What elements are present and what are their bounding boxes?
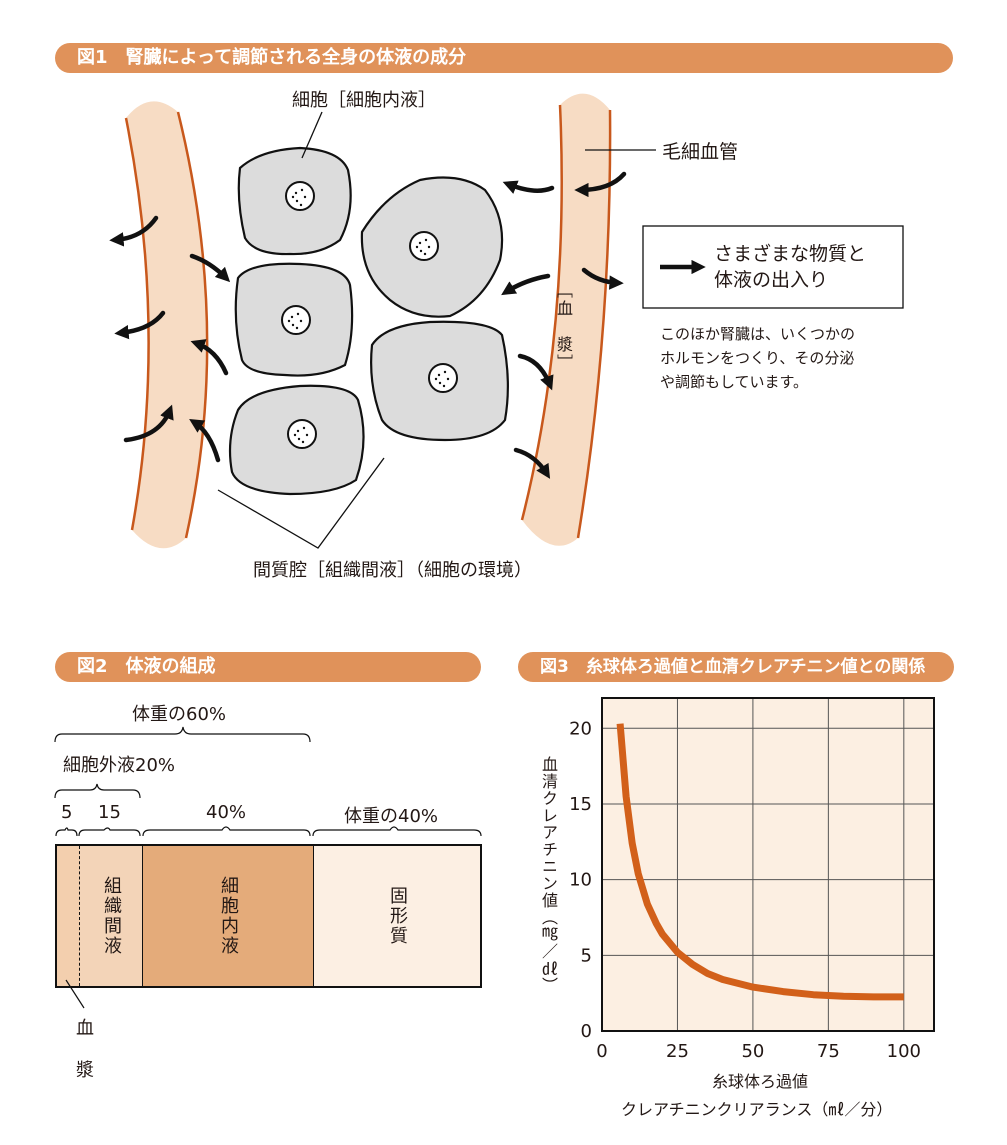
cell-label: 細胞［細胞内液］: [292, 90, 436, 111]
fig2-title: 図2 体液の組成: [55, 652, 481, 682]
label-total60: 体重の60%: [132, 704, 227, 725]
interstitial-label: 間質腔［組織間液］（細胞の環境）: [253, 560, 532, 581]
plasma-char-2: 漿: [76, 1060, 94, 1081]
fig1-title: 図1 腎臓によって調節される全身の体液の成分: [55, 43, 953, 73]
y-tick-label-3: 15: [569, 794, 592, 815]
arrow-l3: [123, 404, 174, 443]
arrow-r3: [501, 273, 551, 296]
label-5: 5: [61, 802, 73, 823]
series-line-0: [616, 723, 904, 1001]
segment-interstitial-label: 組織間液: [101, 876, 122, 956]
x-tick-label-2: 50: [741, 1041, 764, 1062]
plot-frame: [601, 697, 935, 1032]
chart-xlabel-1: 糸球体ろ過値: [712, 1072, 809, 1091]
nucleus-4: [409, 231, 439, 261]
arrow-r2: [502, 180, 555, 194]
arrow-l6: [189, 418, 221, 463]
left-capillary-wall-inner: [176, 111, 209, 539]
nucleus-2: [281, 305, 311, 335]
composition-bar: 組織間液 細胞内液 固形質: [55, 844, 482, 988]
arrow-r1: [574, 171, 627, 198]
segment-icf-label: 細胞内液: [218, 876, 239, 956]
segment-icf: 細胞内液: [143, 846, 314, 986]
segment-solid-label: 固形質: [387, 886, 408, 946]
segment-solid: 固形質: [314, 846, 480, 986]
segment-interstitial: 組織間液: [80, 846, 143, 986]
label-15: 15: [98, 802, 121, 823]
x-tick-label-4: 100: [887, 1041, 921, 1062]
fig3-title: 図3 糸球体ろ過値と血清クレアチニン値との関係: [518, 652, 954, 682]
x-tick-label-0: 0: [596, 1041, 607, 1062]
plasma-char-1: 血: [76, 1018, 94, 1039]
x-tick-label-1: 25: [666, 1041, 689, 1062]
y-tick-label-4: 20: [569, 718, 592, 739]
chart-ylabel: 血清クレアチニン値（㎎／㎗）: [539, 756, 558, 994]
y-tick-label-0: 0: [581, 1021, 592, 1042]
segment-plasma: [57, 846, 80, 986]
arrow-r4: [581, 267, 624, 290]
cell-leader: [301, 111, 323, 159]
nucleus-5: [428, 363, 458, 393]
arrow-l5: [190, 339, 229, 376]
right-capillary: [522, 93, 611, 546]
arrow-l1: [109, 215, 159, 247]
interstitial-leader: [217, 457, 385, 549]
arrow-l4: [189, 253, 231, 283]
note-text: このほか腎臓は、いくつかの ホルモンをつくり、その分泌 や調節もしています。: [660, 325, 856, 391]
plot-area: [602, 698, 934, 1031]
nucleus-3: [287, 419, 317, 449]
right-capillary-wall-outer: [520, 104, 563, 521]
chart-xlabel-2: クレアチニンクリアランス（㎖／分）: [621, 1100, 893, 1119]
arrow-r6: [513, 447, 551, 479]
y-tick-label-2: 10: [569, 870, 592, 891]
nucleus-1: [285, 181, 315, 211]
y-tick-label-1: 5: [581, 945, 592, 966]
capillary-label: 毛細血管: [662, 141, 739, 163]
x-tick-label-3: 75: [817, 1041, 840, 1062]
plasma-label: ［血 漿］: [554, 282, 573, 372]
right-capillary-wall-inner: [576, 109, 612, 539]
label-solid40: 体重の40%: [344, 806, 439, 827]
arrow-l2: [114, 310, 166, 340]
label-40: 40%: [206, 802, 247, 823]
legend-text: さまざまな物質と 体液の出入り: [714, 243, 867, 291]
arrow-r5: [517, 353, 554, 391]
label-ecf20: 細胞外液20%: [63, 755, 176, 776]
fig1-diagram: [109, 93, 904, 549]
